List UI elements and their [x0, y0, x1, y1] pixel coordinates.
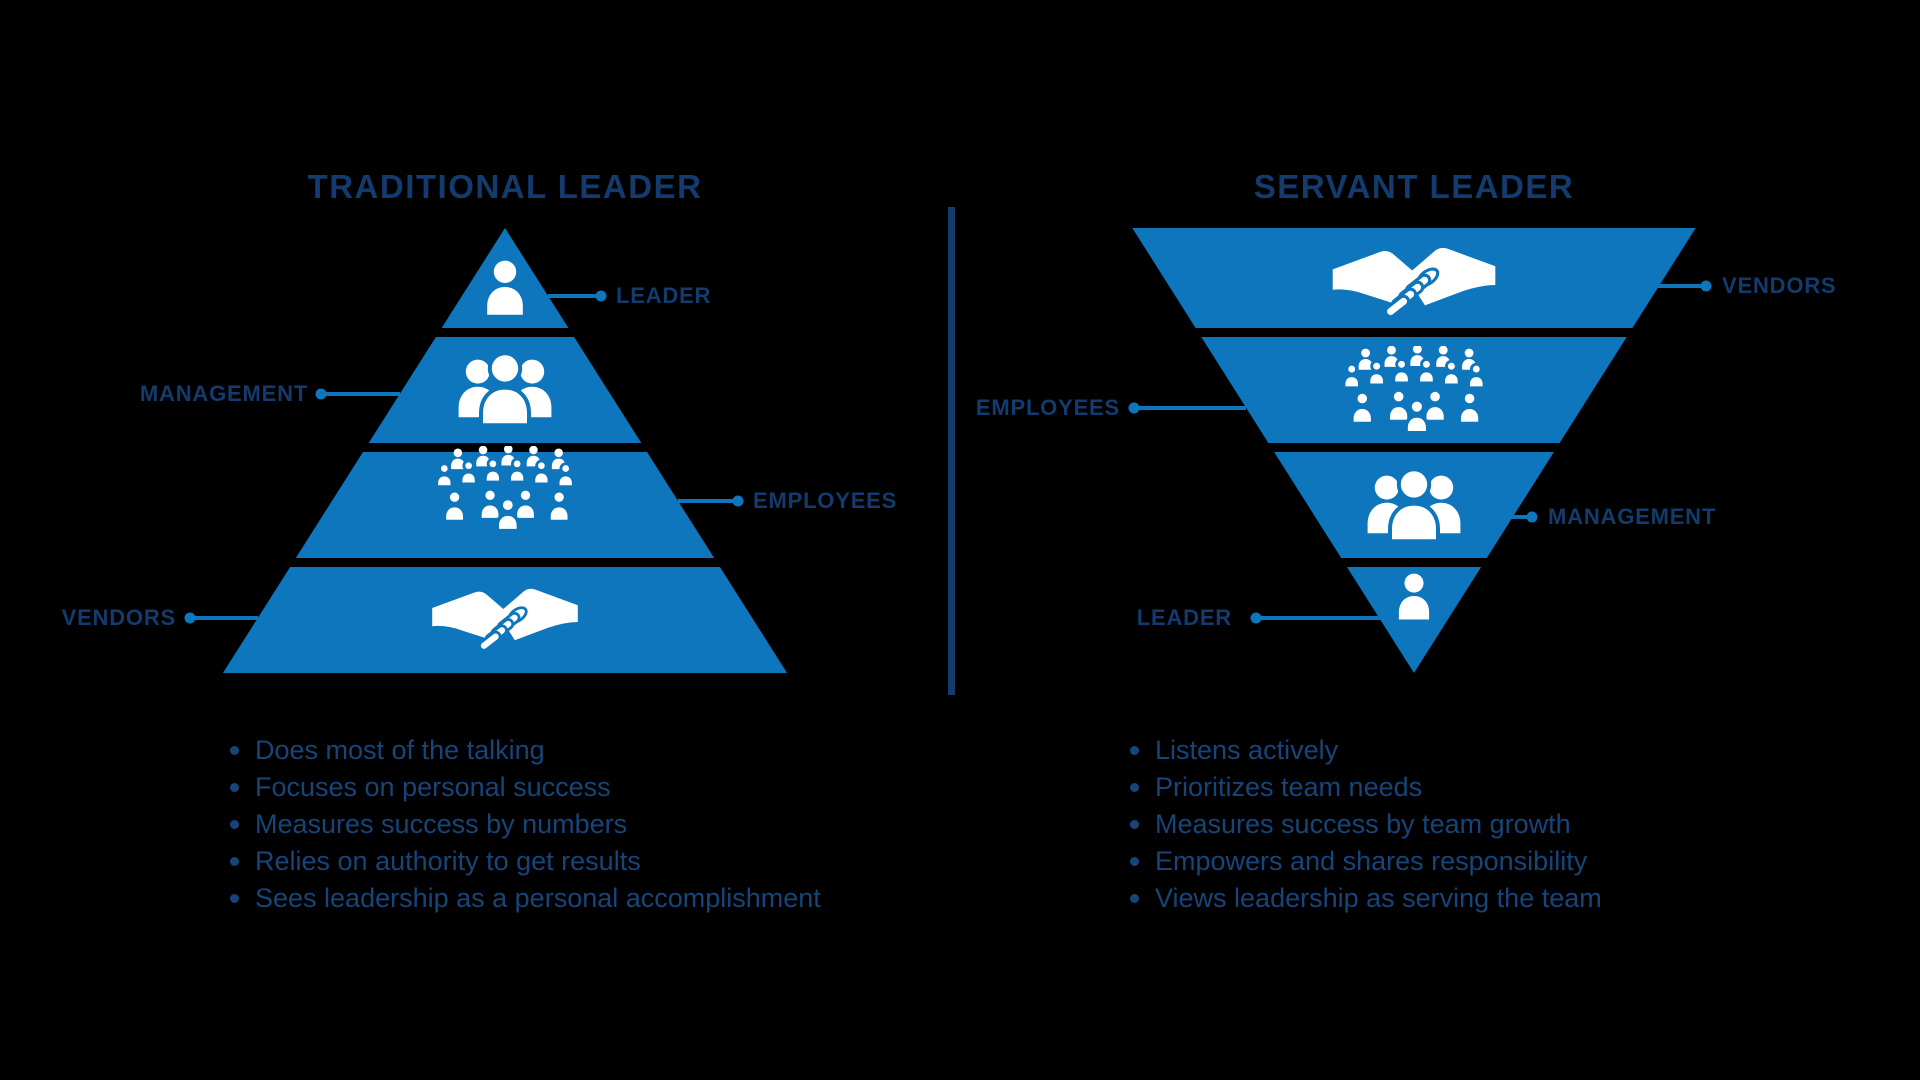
bullet-item: Views leadership as serving the team: [1130, 880, 1602, 917]
bullet-item: Sees leadership as a personal accomplish…: [230, 880, 821, 917]
bullet-item: Measures success by numbers: [230, 806, 821, 843]
bullet-dot: [1130, 746, 1139, 755]
group-icon: [459, 353, 552, 425]
right-tier-employees: [1201, 337, 1627, 443]
bullet-dot: [1130, 857, 1139, 866]
bullet-item: Relies on authority to get results: [230, 843, 821, 880]
bullet-item: Does most of the talking: [230, 732, 821, 769]
bullet-item: Measures success by team growth: [1130, 806, 1602, 843]
group-icon: [1368, 469, 1461, 541]
right-pyramid-title: SERVANT LEADER: [1253, 168, 1575, 205]
bullet-text: Measures success by numbers: [255, 809, 628, 839]
bullet-text: Sees leadership as a personal accomplish…: [255, 883, 821, 913]
divider-line: [948, 207, 955, 695]
bullet-text: Does most of the talking: [255, 735, 545, 765]
right-label-vendors: VENDORS: [1722, 273, 1837, 298]
left-pyramid-title: TRADITIONAL LEADER: [307, 168, 703, 205]
left-label-management: MANAGEMENT: [139, 381, 308, 406]
bullet-text: Relies on authority to get results: [255, 846, 641, 876]
connector-dot: [184, 612, 196, 624]
bullet-dot: [230, 820, 239, 829]
bullet-item: Listens actively: [1130, 732, 1602, 769]
bullet-dot: [230, 783, 239, 792]
bullet-text: Prioritizes team needs: [1155, 772, 1423, 802]
bullet-dot: [1130, 783, 1139, 792]
connector-dot: [732, 495, 744, 507]
bullet-item: Empowers and shares responsibility: [1130, 843, 1602, 880]
right-label-employees: EMPLOYEES: [975, 395, 1120, 420]
bullet-dot: [1130, 820, 1139, 829]
bullet-dot: [230, 857, 239, 866]
bullet-text: Listens actively: [1155, 735, 1339, 765]
left-label-vendors: VENDORS: [61, 605, 176, 630]
connector-dot: [1250, 612, 1262, 624]
bullet-item: Focuses on personal success: [230, 769, 821, 806]
bullet-text: Focuses on personal success: [255, 772, 611, 802]
connector-dot: [1526, 511, 1538, 523]
bullet-text: Measures success by team growth: [1155, 809, 1571, 839]
connector-dot: [595, 290, 607, 302]
bullet-item: Prioritizes team needs: [1130, 769, 1602, 806]
connector-dot: [315, 388, 327, 400]
bullet-text: Views leadership as serving the team: [1155, 883, 1602, 913]
bullet-dot: [230, 746, 239, 755]
left-label-employees: EMPLOYEES: [753, 488, 898, 513]
right-tier-leader: [1346, 567, 1482, 673]
connector-dot: [1128, 402, 1140, 414]
connector-dot: [1700, 280, 1712, 292]
bullet-dot: [230, 894, 239, 903]
right-label-leader: LEADER: [1136, 605, 1232, 630]
bullet-text: Empowers and shares responsibility: [1155, 846, 1588, 876]
left-label-leader: LEADER: [616, 283, 712, 308]
right-label-management: MANAGEMENT: [1548, 504, 1717, 529]
bullet-dot: [1130, 894, 1139, 903]
